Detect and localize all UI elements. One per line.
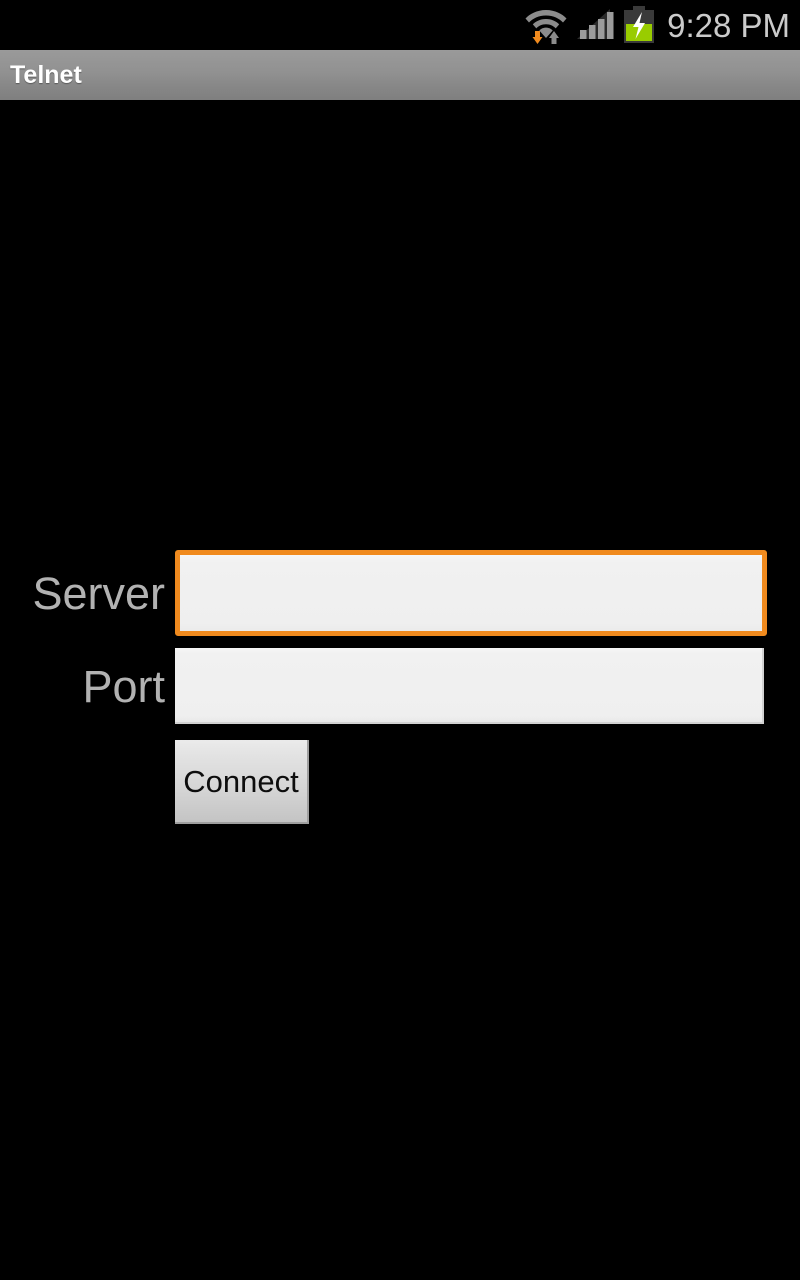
port-input[interactable]: [175, 648, 762, 722]
server-label: Server: [32, 567, 165, 619]
connect-button[interactable]: Connect: [175, 740, 309, 824]
port-label: Port: [82, 660, 165, 712]
status-bar: 9:28 PM: [0, 0, 800, 50]
server-input-focus-frame[interactable]: [175, 550, 767, 636]
app-title-bar: Telnet: [0, 50, 800, 100]
wifi-upload-arrow: [549, 31, 560, 44]
wifi-transfer-icon: [524, 5, 568, 45]
wifi-download-arrow: [532, 31, 543, 44]
cellular-signal-icon: [574, 6, 616, 44]
main-content: Server Port Connect: [0, 100, 800, 1280]
connect-row-spacer: [0, 782, 175, 783]
status-clock: 9:28 PM: [667, 6, 790, 44]
app-title: Telnet: [10, 60, 82, 89]
port-input-frame[interactable]: [175, 648, 764, 724]
connect-row: Connect: [0, 740, 800, 824]
server-input[interactable]: [180, 555, 762, 631]
battery-charging-icon: [622, 6, 656, 44]
server-row: Server: [0, 550, 800, 636]
port-row: Port: [0, 648, 800, 724]
